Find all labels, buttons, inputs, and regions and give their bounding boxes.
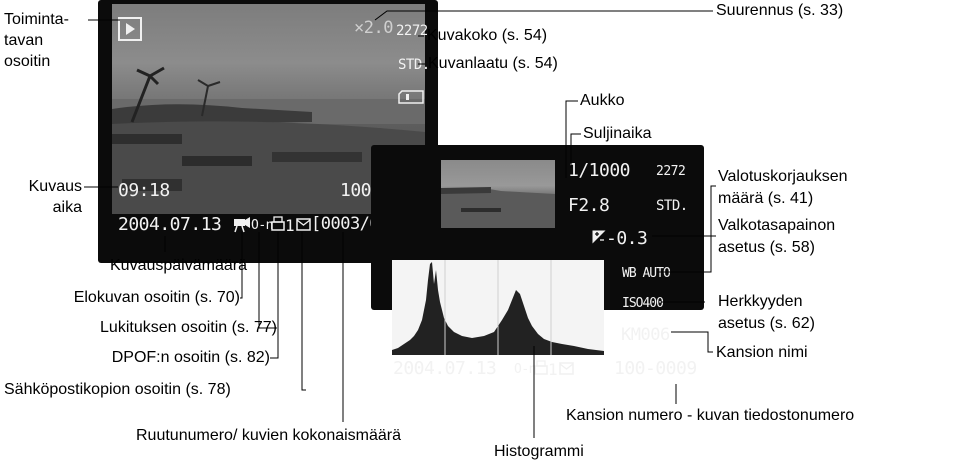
label-size: Kuvakoko (s. 54)	[427, 27, 548, 44]
aperture-value: F2.8	[568, 195, 610, 216]
file-number-2: 100-0009	[614, 358, 697, 379]
label-movie: Elokuvan osoitin (s. 70)	[73, 289, 240, 306]
capture-date-2: 2004.07.13	[393, 358, 497, 379]
shutter-value: 1/1000	[568, 160, 631, 181]
image-size-value: 2272	[396, 23, 428, 39]
quality-value: STD.	[398, 57, 430, 73]
label-time-line1: Kuvaus	[28, 178, 82, 195]
label-filenum: Kansion numero - kuvan tiedostonumero	[566, 407, 855, 424]
card-icon	[398, 90, 424, 104]
label-mode-line3: osoitin	[4, 53, 51, 70]
label-aperture: Aukko	[580, 92, 625, 109]
zoom-value: ×2.0	[354, 18, 393, 38]
label-shutter: Suljinaika	[583, 125, 652, 142]
folder-name: KM006	[621, 325, 670, 345]
label-histogram: Histogrammi	[494, 443, 584, 460]
print-count-2: 1	[548, 360, 558, 379]
label-quality: Kuvanlaatu (s. 54)	[428, 55, 558, 72]
print-count: 1	[285, 216, 295, 235]
capture-date: 2004.07.13	[118, 214, 222, 235]
iso-value: ISO400	[622, 296, 664, 311]
lock-icon: O-n	[251, 218, 273, 233]
label-mode-line1: Toiminta-	[4, 11, 69, 28]
label-frame: Ruutunumero/ kuvien kokonaismäärä	[136, 427, 402, 444]
label-lock: Lukituksen osoitin (s. 77)	[100, 319, 277, 336]
label-expcomp-line1: Valotuskorjauksen	[718, 168, 848, 185]
dpof-icon	[271, 216, 285, 232]
histogram	[392, 260, 604, 355]
label-iso-line1: Herkkyyden	[718, 293, 803, 310]
label-zoom: Suurennus (s. 33)	[716, 2, 844, 19]
exposure-comp-value: -0.3	[606, 228, 648, 249]
image-size-value-2: 2272	[656, 164, 686, 179]
white-balance-value: WB AUTO	[622, 266, 671, 281]
label-iso-line2: asetus (s. 62)	[718, 315, 815, 332]
beach-scene	[112, 66, 425, 214]
label-mode-line2: tavan	[4, 32, 44, 49]
label-wb-line2: asetus (s. 58)	[718, 239, 815, 256]
dpof-icon-2	[534, 360, 548, 376]
lock-icon-2: O-n	[514, 362, 536, 377]
email-icon-2	[559, 362, 574, 375]
capture-time: 09:18	[118, 180, 170, 201]
label-email: Sähköpostikopion osoitin (s. 78)	[4, 381, 231, 398]
exposure-comp-icon	[592, 230, 606, 244]
label-wb-line1: Valkotasapainon	[718, 217, 836, 234]
play-mode-icon	[118, 17, 142, 41]
thumbnail-photo	[441, 160, 555, 228]
label-date: Kuvauspäivämäärä	[110, 257, 247, 274]
label-dpof: DPOF:n osoitin (s. 82)	[111, 349, 270, 366]
histogram-plot	[392, 260, 604, 355]
label-expcomp-line2: määrä (s. 41)	[718, 190, 814, 207]
movie-icon	[233, 215, 251, 233]
label-folder: Kansion nimi	[716, 344, 808, 361]
email-icon	[296, 218, 311, 231]
quality-value-2: STD.	[656, 198, 688, 214]
label-time-line2: aika	[52, 199, 82, 216]
beach-photo	[112, 4, 425, 214]
